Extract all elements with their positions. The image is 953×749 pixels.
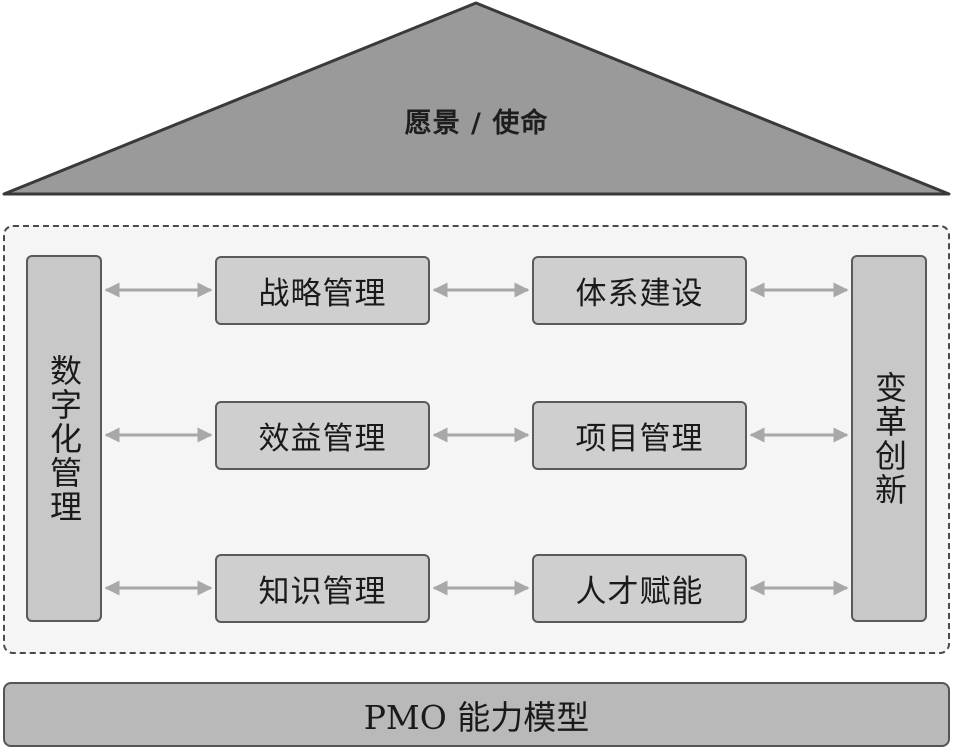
talent-empowerment-box: 人才赋能 [532, 554, 747, 623]
system-construction-box: 体系建设 [532, 256, 747, 325]
dashed-frame [3, 225, 950, 654]
project-management-box: 项目管理 [532, 401, 747, 470]
benefit-management-box: 效益管理 [215, 401, 430, 470]
digital-management-pillar: 数字化管理 [26, 255, 102, 622]
transformation-innovation-label: 变革创新 [870, 370, 908, 507]
roof-triangle [2, 1, 951, 196]
strategy-management-box: 战略管理 [215, 256, 430, 325]
pmo-capability-model-base: PMO 能力模型 [3, 682, 950, 747]
knowledge-management-box: 知识管理 [215, 554, 430, 623]
transformation-innovation-pillar: 变革创新 [851, 255, 927, 622]
vision-mission-title: 愿景 / 使命 [404, 108, 549, 139]
digital-management-label: 数字化管理 [45, 353, 83, 524]
